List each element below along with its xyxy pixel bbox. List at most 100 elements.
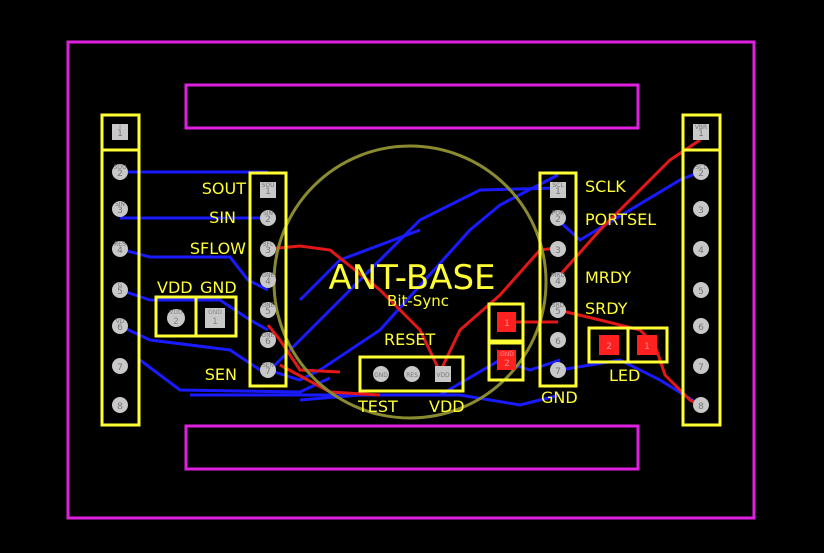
label-vdd: VDD bbox=[157, 278, 193, 297]
right-module-pin-mark: SRD bbox=[552, 302, 565, 309]
label-sin: SIN bbox=[209, 208, 236, 227]
left-header-pad-6 bbox=[112, 318, 128, 334]
bottom-keepout bbox=[184, 424, 640, 471]
left-module-pin-number: 2 bbox=[265, 215, 271, 225]
label-sclk: SCLK bbox=[585, 177, 626, 196]
label-gnd: GND bbox=[200, 278, 237, 297]
left-header-pin-number: 8 bbox=[117, 402, 123, 412]
left-header-pin-mark: RES bbox=[114, 241, 126, 248]
right-header-pad-4 bbox=[693, 241, 709, 257]
vdd-gnd-header: 2 1 VDD GND bbox=[154, 295, 238, 338]
right-module-pin-number: 4 bbox=[555, 277, 561, 287]
cap-pin2: 2 bbox=[504, 359, 510, 369]
left-module-pad-1 bbox=[260, 182, 276, 198]
left-header-pin-number: 1 bbox=[117, 129, 123, 139]
right-header-pin-number: 5 bbox=[698, 287, 704, 297]
right-module-pad-7 bbox=[550, 362, 566, 378]
label-sen: SEN bbox=[205, 365, 237, 384]
left-header-pad-5 bbox=[112, 282, 128, 298]
left-module-pad-6 bbox=[260, 332, 276, 348]
cap-footprint: 1 2 GND bbox=[487, 302, 525, 382]
label-reset: RESET bbox=[384, 330, 435, 349]
left-module-pad-7 bbox=[260, 362, 276, 378]
left-module-pin-mark: GNE bbox=[262, 332, 275, 339]
right-module-pin-mark: POR bbox=[552, 210, 565, 217]
led-pin2: 2 bbox=[606, 342, 612, 352]
right-module-pin-mark: SCL bbox=[552, 182, 564, 189]
reset-pad-3 bbox=[435, 366, 451, 382]
right-module-pin-number: 6 bbox=[555, 337, 561, 347]
right-module-pad-4 bbox=[550, 272, 566, 288]
left-module-pin-mark: GNE bbox=[262, 272, 275, 279]
vdd-pin-number: 2 bbox=[173, 317, 179, 327]
gnd-pin-mark: GND bbox=[208, 309, 222, 316]
right-header-pad-1 bbox=[693, 124, 709, 140]
left-header-pin-number: 6 bbox=[117, 323, 123, 333]
right-header-pad-8 bbox=[693, 397, 709, 413]
label-vdd-reset: VDD bbox=[429, 397, 465, 416]
left-module-pin-mark: SOU bbox=[262, 182, 275, 189]
board-subtitle: Bit-Sync bbox=[387, 292, 449, 310]
left-module-pin-mark: SEN bbox=[262, 362, 274, 369]
right-module-pad-6 bbox=[550, 332, 566, 348]
label-srdy: SRDY bbox=[585, 299, 628, 318]
right-module-pin-number: 5 bbox=[555, 307, 561, 317]
left-module-pad-3 bbox=[260, 241, 276, 257]
left-header-pad-1 bbox=[112, 124, 128, 140]
reset-pad-1 bbox=[373, 366, 389, 382]
right-module-pin-number: 2 bbox=[555, 215, 561, 225]
right-header-pad-5 bbox=[693, 282, 709, 298]
right-module-pin-number: 7 bbox=[555, 367, 561, 377]
left-header-pad-3 bbox=[112, 201, 128, 217]
right-module-pin-number: 3 bbox=[555, 246, 561, 256]
right-module-pad-5 bbox=[550, 302, 566, 318]
gnd-pin-number: 1 bbox=[212, 317, 218, 327]
right-header-pin-number: 6 bbox=[698, 323, 704, 333]
left-module-pin-number: 3 bbox=[265, 246, 271, 256]
cap-mark: GND bbox=[500, 351, 514, 358]
right-header-pad-3 bbox=[693, 201, 709, 217]
left-module-pad-2 bbox=[260, 210, 276, 226]
left-header-pin-mark: VD bbox=[116, 318, 125, 325]
left-header-pad-7 bbox=[112, 358, 128, 374]
right-header-pad-6 bbox=[693, 318, 709, 334]
right-header-pin-mark: SCL bbox=[695, 164, 707, 171]
left-module-pin-number: 5 bbox=[265, 307, 271, 317]
label-portsel: PORTSEL bbox=[585, 210, 656, 229]
left-module-pin-mark: SIN bbox=[263, 210, 273, 217]
right-header-pin-number: 3 bbox=[698, 206, 704, 216]
board-outline bbox=[66, 40, 756, 520]
led-footprint: 2 1 bbox=[587, 326, 669, 364]
right-module-pad-3 bbox=[550, 241, 566, 257]
right-module-pad-1 bbox=[550, 182, 566, 198]
right-header-pin-number: 4 bbox=[698, 246, 704, 256]
cap-pin1: 1 bbox=[504, 319, 510, 329]
left-header-pin-number: 7 bbox=[117, 363, 123, 373]
left-header-pin-mark: I bbox=[119, 124, 121, 131]
reset-pin-mark: VDD bbox=[436, 372, 450, 379]
label-test: TEST bbox=[357, 397, 398, 416]
right-header-pin-number: 1 bbox=[698, 129, 704, 139]
left-module-pin-mark: SFL bbox=[263, 241, 274, 248]
right-header-pin-mark: VBR bbox=[695, 124, 707, 131]
label-gnd-right: GND bbox=[541, 388, 578, 407]
label-sflow: SFLOW bbox=[190, 239, 246, 258]
left-header-pin-number: 2 bbox=[117, 169, 123, 179]
left-header-pin-number: 3 bbox=[117, 206, 123, 216]
left-module-pad-4 bbox=[260, 272, 276, 288]
right-header-pad-2 bbox=[693, 164, 709, 180]
label-led: LED bbox=[609, 366, 640, 385]
left-header-pad-2 bbox=[112, 164, 128, 180]
left-header-pad-4 bbox=[112, 241, 128, 257]
right-header-pin-number: 2 bbox=[698, 169, 704, 179]
reset-pin-mark: GND bbox=[374, 372, 388, 379]
left-header-pad-8 bbox=[112, 397, 128, 413]
vdd-pin-mark: VDD bbox=[169, 309, 183, 316]
top-keepout bbox=[184, 83, 640, 130]
right-header-pin-number: 7 bbox=[698, 363, 704, 373]
right-header-pin-number: 8 bbox=[698, 402, 704, 412]
